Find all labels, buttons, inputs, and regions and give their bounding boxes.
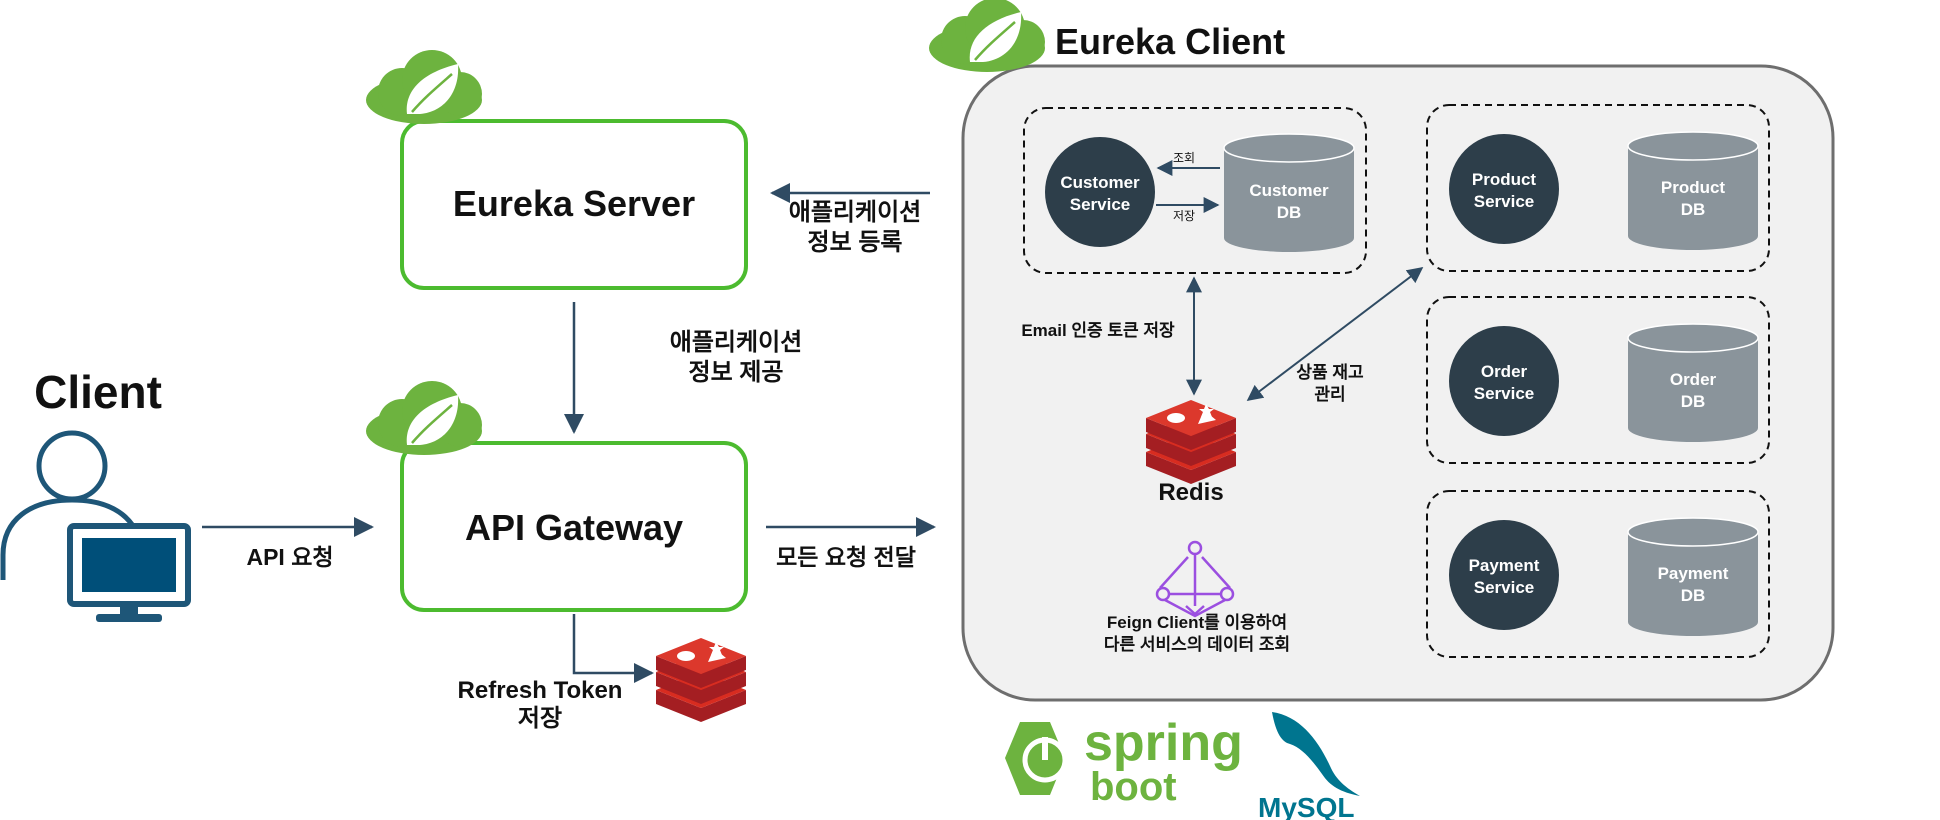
save-label: 저장 xyxy=(1173,209,1195,223)
feign-label-line2: 다른 서비스의 데이터 조회 xyxy=(1104,635,1290,654)
payment-service-label-line2: Service xyxy=(1474,578,1535,597)
spring-cloud-icon xyxy=(364,379,484,457)
stock-label-line1: 상품 재고 xyxy=(1296,363,1364,382)
eureka-server-group: Eureka Server xyxy=(364,48,748,290)
product-service-node[interactable] xyxy=(1449,134,1559,244)
stock-arrow xyxy=(1246,267,1424,401)
payment-service-label-line1: Payment xyxy=(1469,556,1540,575)
register-label-line2: 정보 등록 xyxy=(808,229,903,256)
spring-boot-logo: spring boot xyxy=(1005,714,1243,809)
spring-cloud-icon xyxy=(364,48,484,126)
redis-label: Redis xyxy=(1158,479,1223,506)
boot-logo-text: boot xyxy=(1090,765,1177,809)
api-gateway-box[interactable] xyxy=(400,441,748,612)
eureka-server-title: Eureka Server xyxy=(453,183,695,224)
product-db-label-line1: Product xyxy=(1661,178,1726,197)
product-db-label-line2: DB xyxy=(1681,200,1706,219)
provide-label-line2: 정보 제공 xyxy=(689,359,784,386)
product-service-label-line1: Product xyxy=(1472,170,1537,189)
gateway-to-redis-arrow xyxy=(572,614,654,683)
customer-db-label-line2: DB xyxy=(1277,203,1302,222)
api-gateway-group: API Gateway xyxy=(364,379,748,612)
provide-label-line1: 애플리케이션 xyxy=(670,329,802,356)
customer-service-node[interactable] xyxy=(1045,137,1155,247)
api-gateway-title: API Gateway xyxy=(465,507,683,548)
customer-group-box xyxy=(1023,107,1367,274)
order-service-label-line1: Order xyxy=(1481,362,1528,381)
payment-db-node[interactable] xyxy=(1627,517,1759,636)
payment-group-box xyxy=(1426,490,1770,658)
payment-db-label-line2: DB xyxy=(1681,586,1706,605)
feign-client-icon xyxy=(1155,540,1235,618)
forward-label: 모든 요청 전달 xyxy=(776,544,916,570)
payment-db-label-line1: Payment xyxy=(1658,564,1729,583)
refresh-token-label-line2: 저장 xyxy=(518,705,562,732)
redis-icon xyxy=(1146,400,1236,484)
mysql-logo: MySQL xyxy=(1258,712,1360,820)
spring-cloud-icon xyxy=(927,0,1047,74)
feign-label-line1: Feign Client를 이용하여 xyxy=(1107,613,1287,632)
customer-db-label-line1: Customer xyxy=(1249,181,1329,200)
product-service-label-line2: Service xyxy=(1474,192,1535,211)
order-group-box xyxy=(1426,296,1770,464)
redis-icon xyxy=(656,638,746,722)
product-group-box xyxy=(1426,104,1770,272)
refresh-token-label-line1: Refresh Token xyxy=(458,677,623,704)
stock-label-line2: 관리 xyxy=(1314,385,1345,404)
eureka-server-box[interactable] xyxy=(400,119,748,290)
api-request-label: API 요청 xyxy=(246,544,333,570)
order-db-label-line1: Order xyxy=(1670,370,1717,389)
query-label: 조회 xyxy=(1173,151,1195,165)
customer-db-node[interactable] xyxy=(1223,133,1355,252)
spring-logo-text: spring xyxy=(1084,714,1243,772)
order-db-label-line2: DB xyxy=(1681,392,1706,411)
product-db-node[interactable] xyxy=(1627,131,1759,250)
client-title: Client xyxy=(34,366,162,418)
user-computer-icon xyxy=(0,430,191,622)
register-label-line1: 애플리케이션 xyxy=(789,199,921,226)
mysql-logo-text: MySQL xyxy=(1258,792,1354,820)
order-service-node[interactable] xyxy=(1449,326,1559,436)
order-service-label-line2: Service xyxy=(1474,384,1535,403)
order-db-node[interactable] xyxy=(1627,323,1759,442)
customer-service-label-line1: Customer xyxy=(1060,173,1140,192)
eureka-client-title: Eureka Client xyxy=(1055,21,1285,62)
email-token-label: Email 인증 토큰 저장 xyxy=(1021,321,1175,340)
customer-service-label-line2: Service xyxy=(1070,195,1131,214)
payment-service-node[interactable] xyxy=(1449,520,1559,630)
client-group: Client xyxy=(0,366,191,622)
